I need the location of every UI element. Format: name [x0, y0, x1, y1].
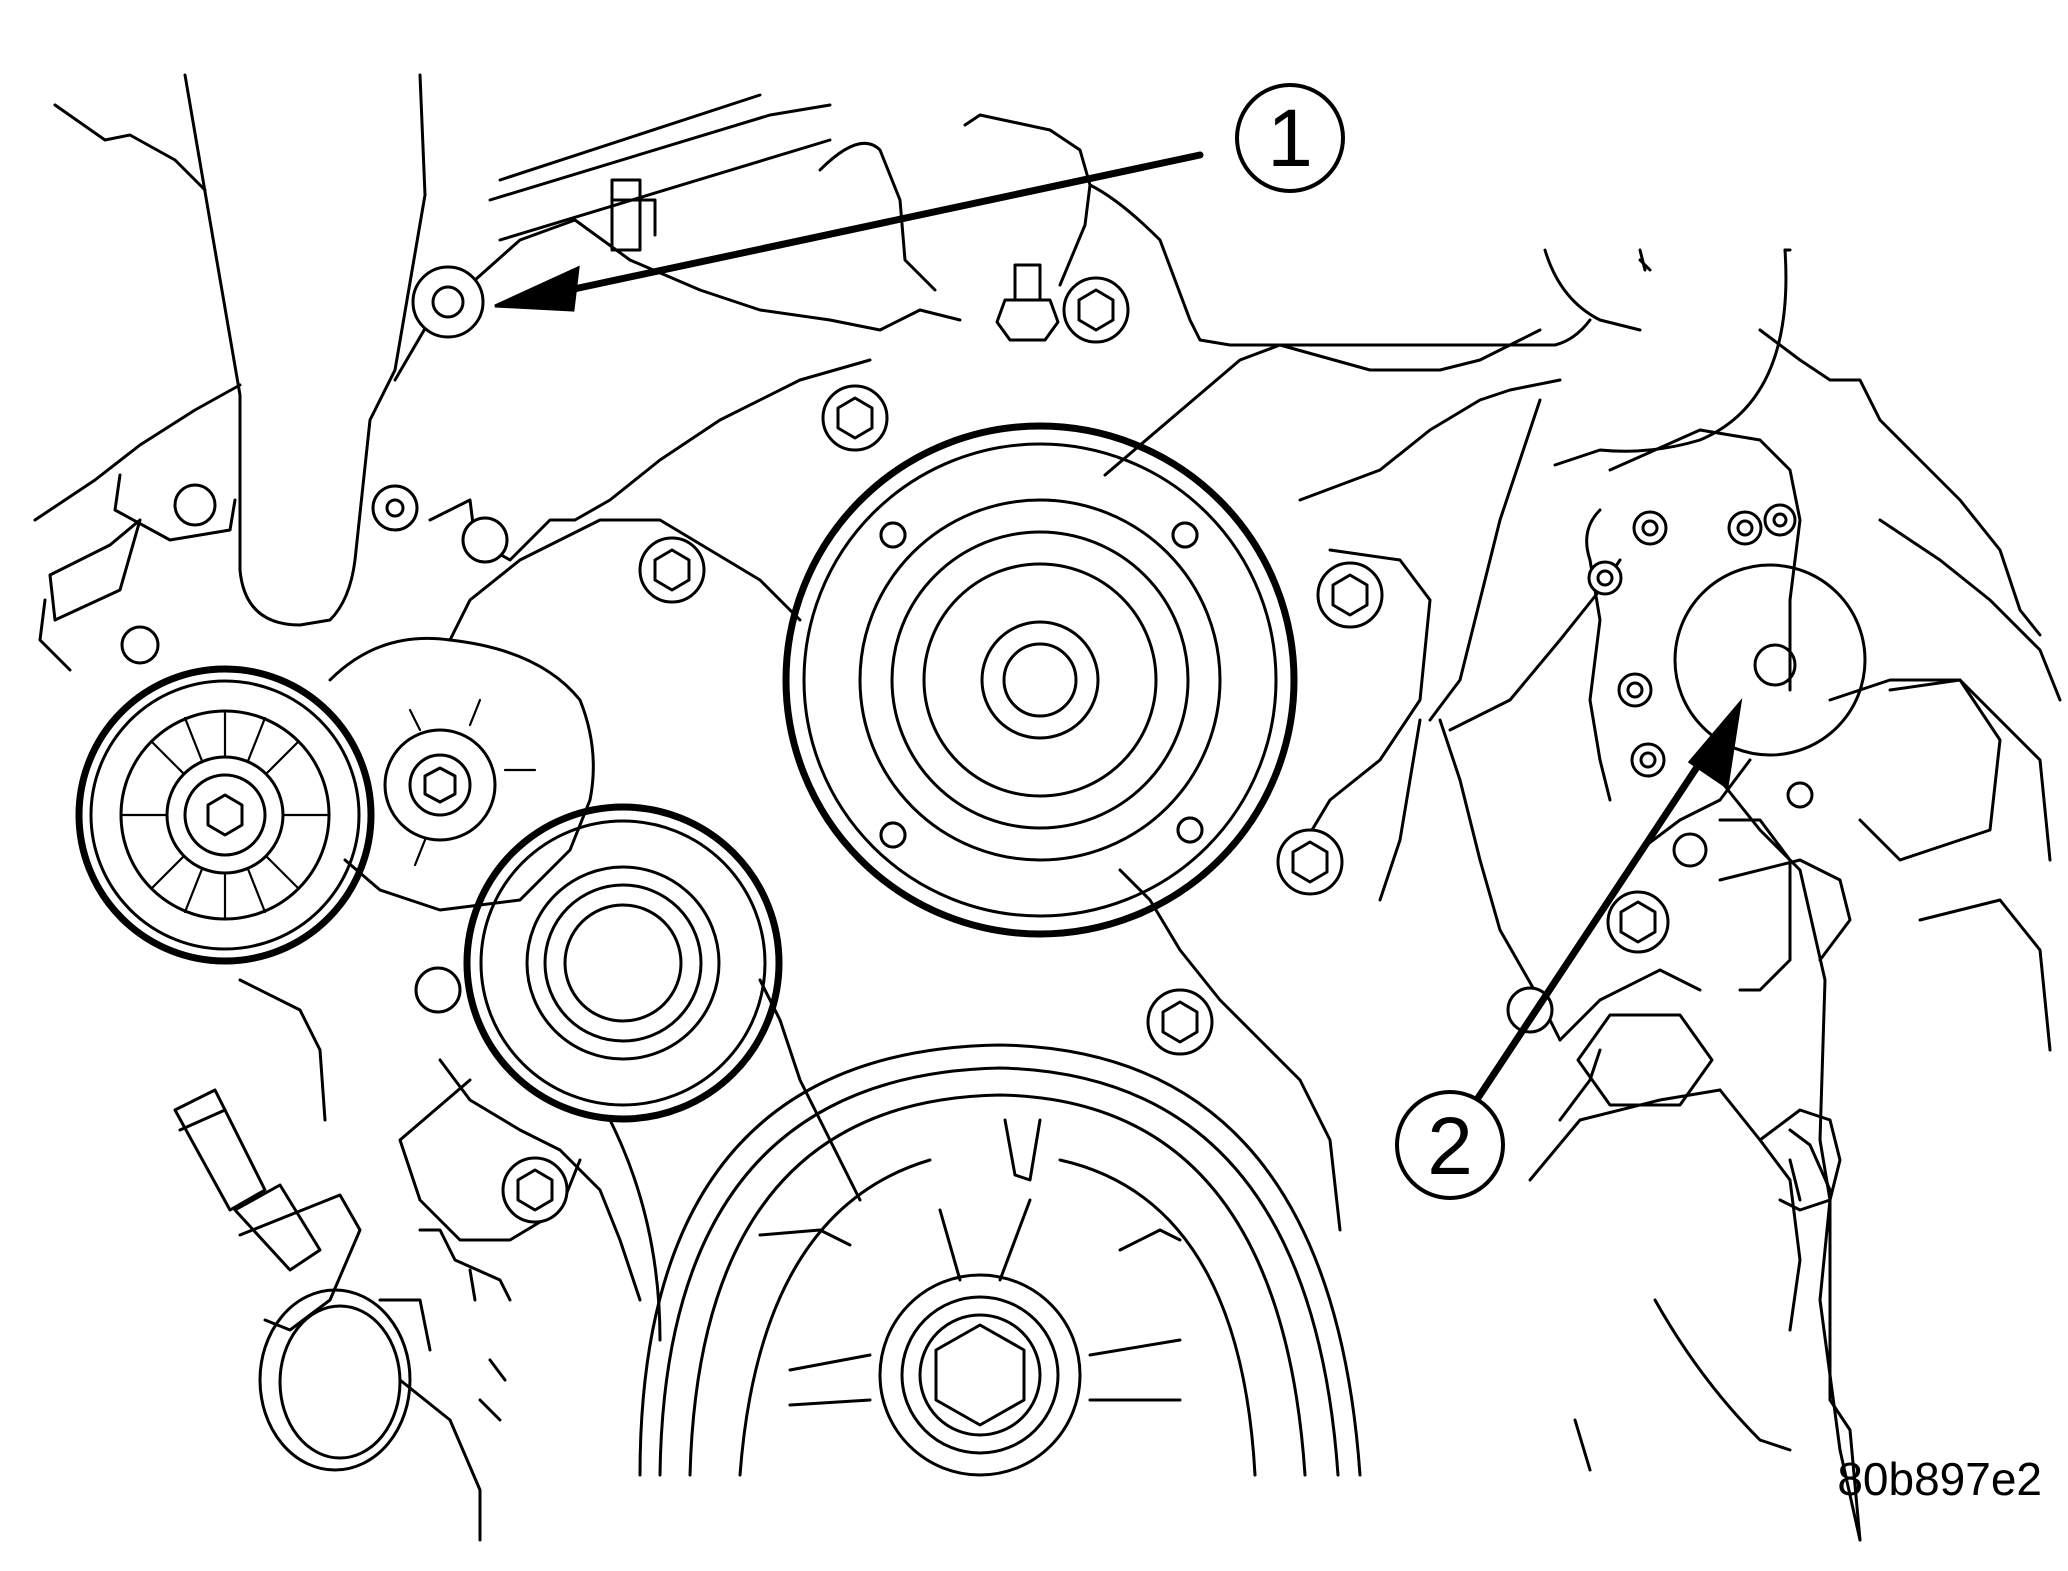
callout-arrows — [494, 151, 1743, 1102]
right-side-bracket — [1558, 563, 2052, 1212]
arrow-head-2 — [1687, 697, 1743, 790]
crankshaft-damper — [638, 1043, 1362, 1477]
engine-block-outline — [33, 73, 2062, 1542]
bolt-callout-1-target — [411, 265, 485, 339]
callout-1-label: 1 — [1267, 93, 1313, 184]
coolant-hose-fitting — [173, 978, 512, 1472]
callout-1: 1 — [1235, 83, 1345, 193]
callout-2: 2 — [1395, 1090, 1505, 1200]
mounting-bolts — [120, 263, 1814, 1224]
callout-2-label: 2 — [1427, 1101, 1473, 1192]
idler-pulley-left — [75, 665, 375, 965]
idler-pulley-center — [463, 803, 783, 1123]
arrow-head-1 — [494, 265, 580, 312]
water-pump-pulley — [782, 422, 1298, 938]
belt-tensioner — [328, 636, 595, 912]
figure-code: 80b897e2 — [1837, 1453, 2042, 1505]
